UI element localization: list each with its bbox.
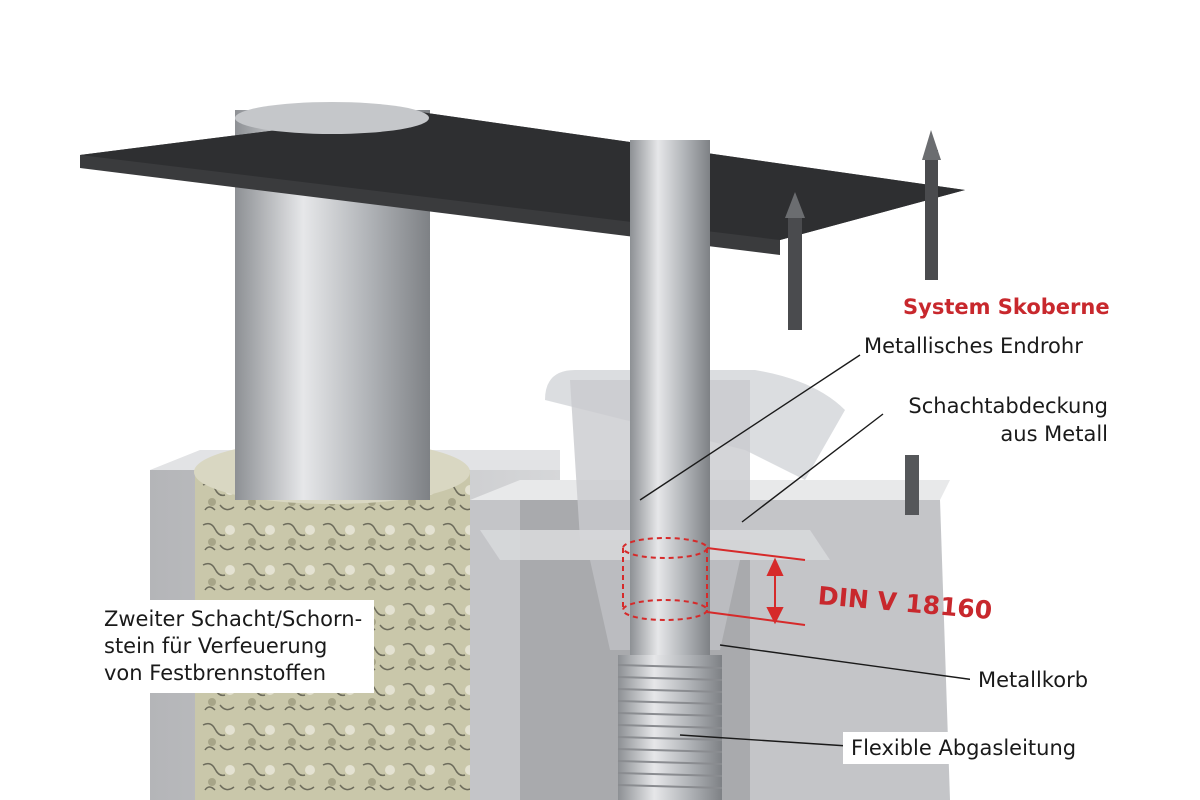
label-second-line1: Zweiter Schacht/Schorn- (104, 607, 363, 631)
flexible-pipe (617, 655, 723, 800)
din-dimension (622, 537, 806, 626)
label-abdeckung-line2: aus Metall (1000, 422, 1108, 446)
label-second-line3: von Festbrennstoffen (104, 661, 327, 685)
leader-lines (639, 354, 976, 747)
label-abdeckung-line1: Schachtabdeckung (908, 394, 1108, 418)
label-second-chimney: Zweiter Schacht/Schorn- stein für Verfeu… (92, 600, 375, 693)
label-abdeckung: Schachtabdeckung aus Metall (908, 392, 1108, 448)
label-flex: Flexible Abgasleitung (843, 732, 1085, 764)
label-endrohr: Metallisches Endrohr (864, 334, 1083, 358)
label-metallkorb: Metallkorb (970, 664, 1097, 696)
cover-plate (80, 102, 965, 330)
end-pipe (630, 160, 710, 660)
label-second-line2: stein für Verfeuerung (104, 634, 328, 658)
system-title: System Skoberne (903, 295, 1110, 319)
